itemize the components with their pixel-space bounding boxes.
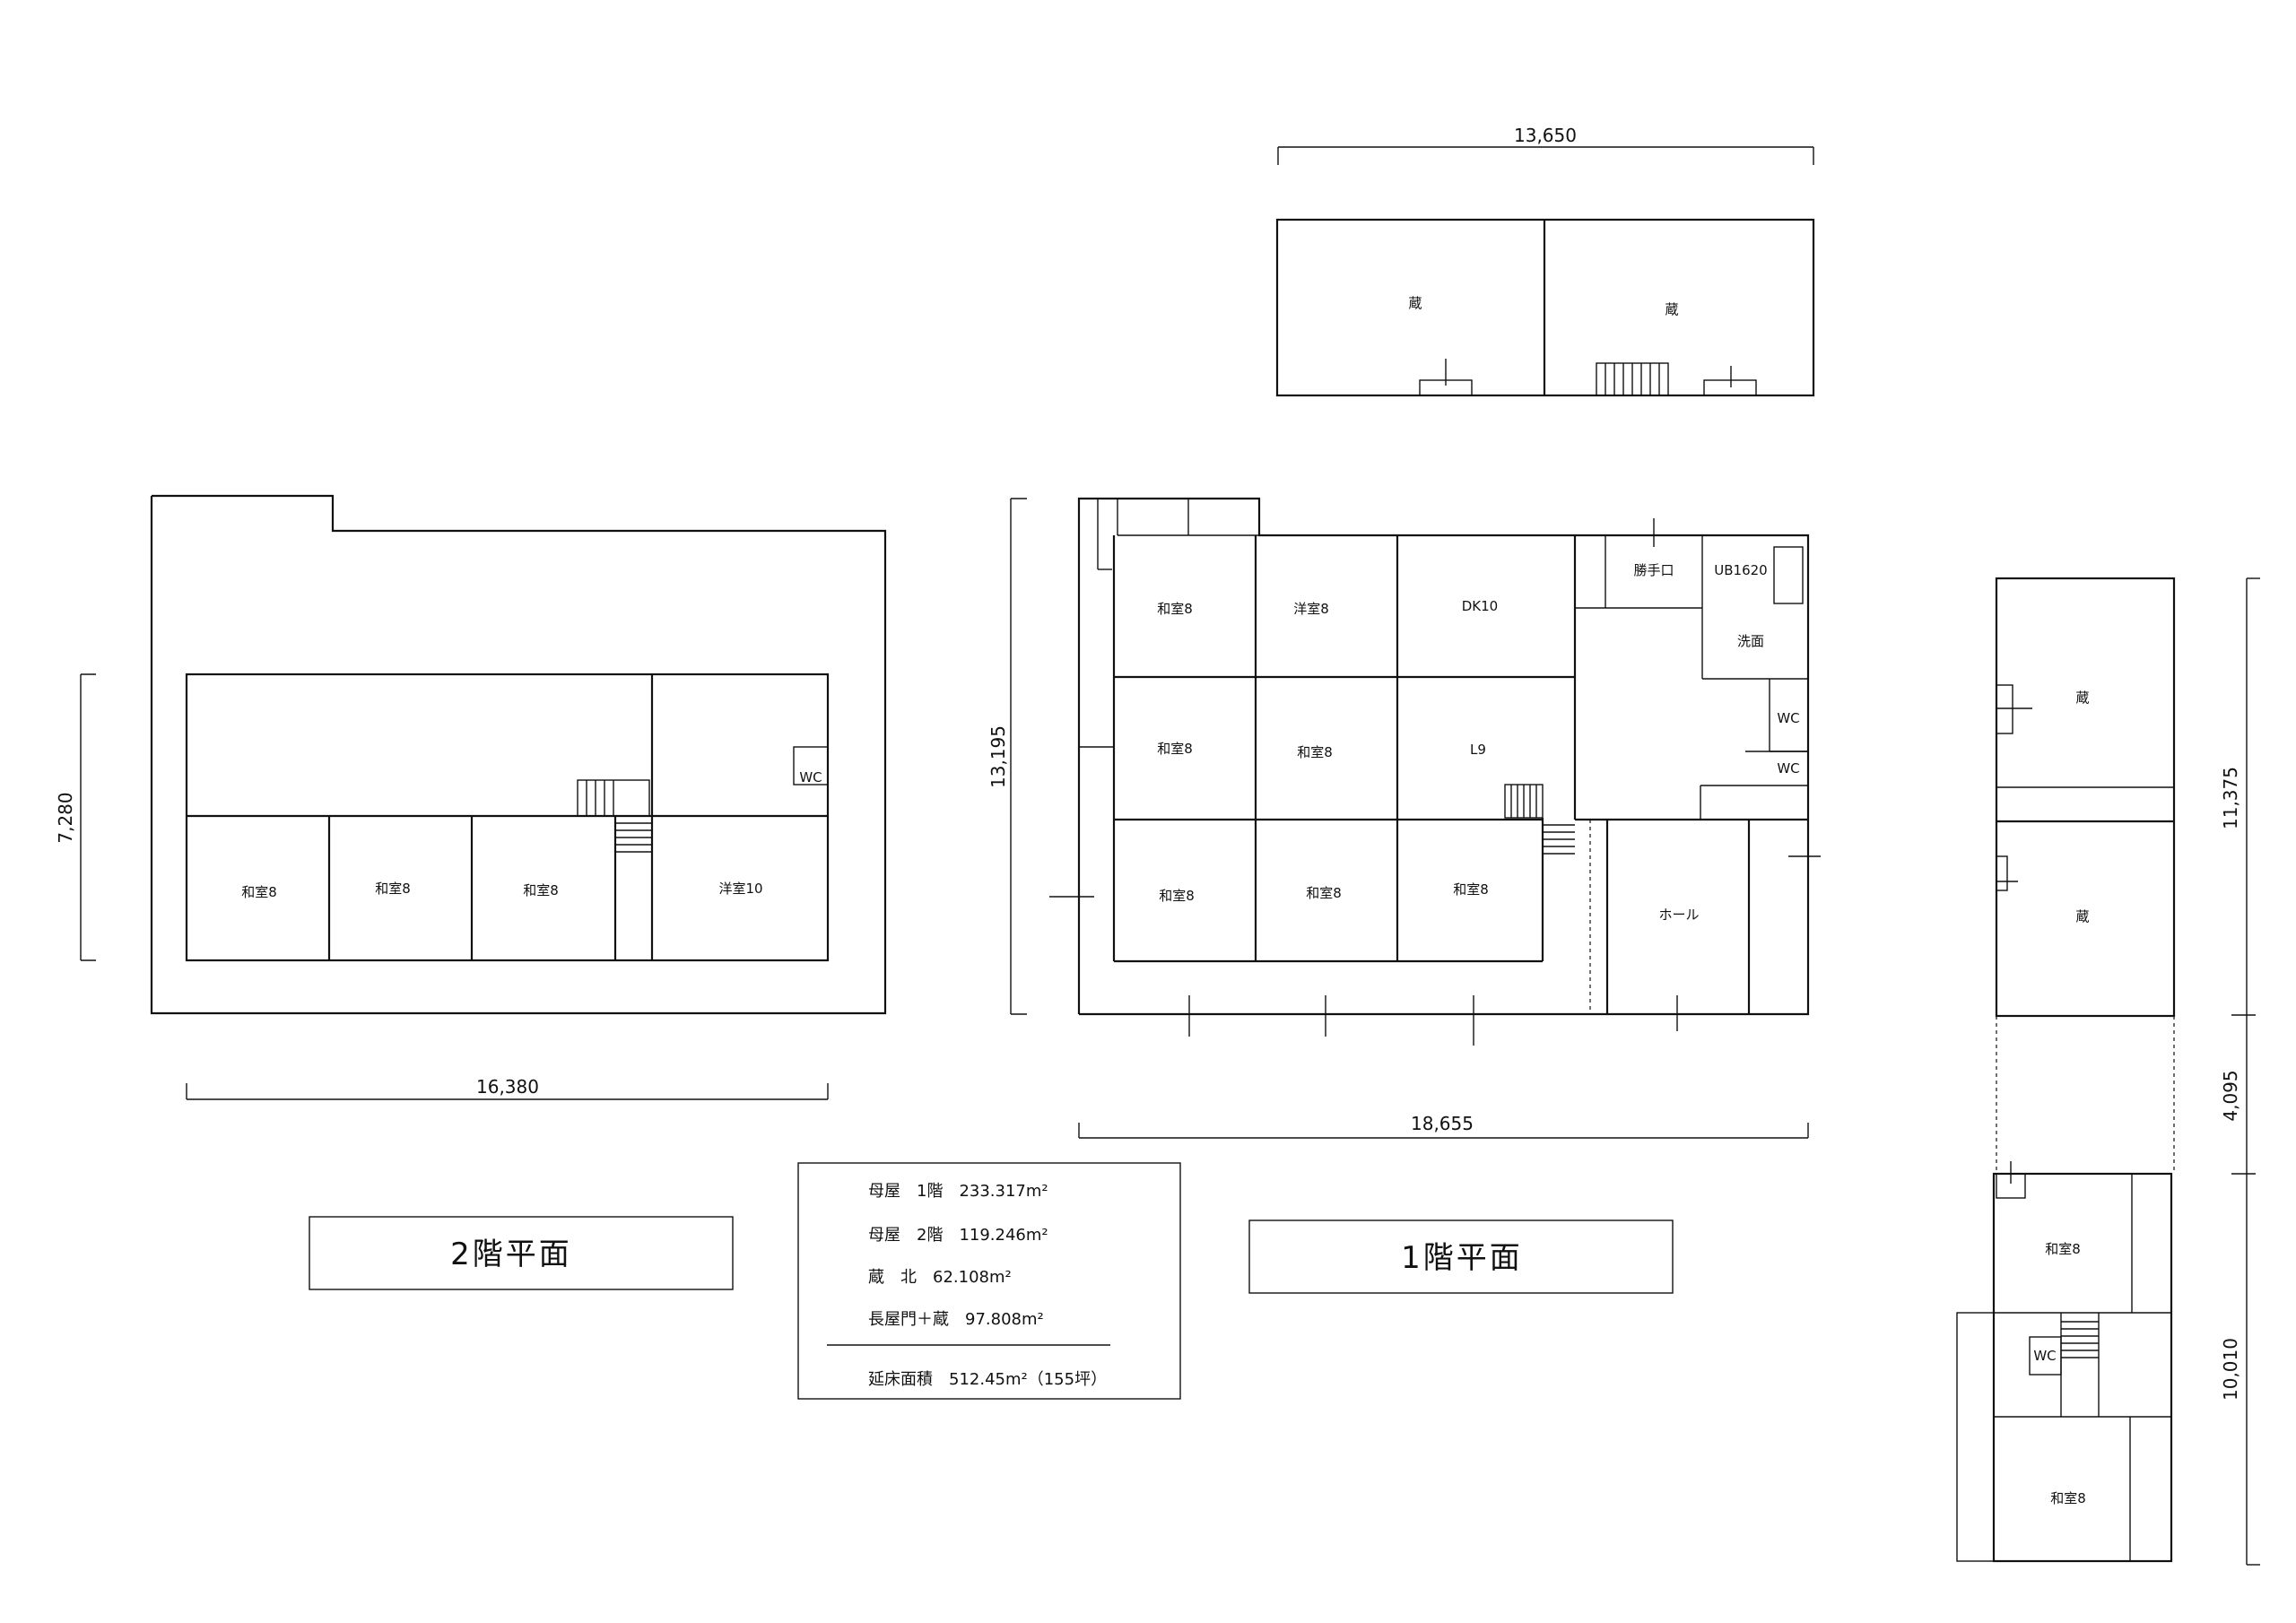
second-floor-title-box: 2階平面 — [309, 1216, 734, 1290]
right-washitsu-a-label: 和室8 — [2045, 1241, 2081, 1257]
first-floor-washitsu-e-label: 和室8 — [1306, 885, 1342, 901]
second-floor-height-dimension: 7,280 — [55, 792, 76, 843]
second-floor-wc-label: WC — [799, 769, 822, 785]
right-upper-dimension: 11,375 — [2220, 767, 2241, 829]
first-floor-washitsu-c-label: 和室8 — [1297, 744, 1333, 760]
area-row-main-1f: 母屋 1階 233.317m² — [868, 1182, 1048, 1201]
second-floor-title: 2階平面 — [450, 1237, 572, 1272]
first-floor-washitsu-d-label: 和室8 — [1159, 888, 1195, 904]
kura-room-b-label: 蔵 — [1665, 301, 1678, 317]
first-floor-plan: 13,195 18,655 — [987, 497, 1821, 1139]
first-floor-unit-bath-label: UB1620 — [1714, 562, 1767, 578]
first-floor-width-dimension: 18,655 — [1411, 1113, 1474, 1134]
right-middle-dimension: 4,095 — [2220, 1070, 2241, 1121]
area-summary-box: 母屋 1階 233.317m² 母屋 2階 119.246m² 蔵 北 62.1… — [797, 1162, 1181, 1400]
area-row-main-2f: 母屋 2階 119.246m² — [868, 1226, 1048, 1245]
area-total: 延床面積 512.45m²（155坪） — [868, 1370, 1107, 1389]
second-floor-washitsu-c-label: 和室8 — [523, 882, 559, 898]
kura-room-a-label: 蔵 — [1408, 295, 1422, 311]
right-washitsu-b-label: 和室8 — [2050, 1490, 2086, 1506]
right-lower-dimension: 10,010 — [2220, 1338, 2241, 1401]
first-floor-washitsu-a-label: 和室8 — [1157, 601, 1193, 617]
right-kura-b-label: 蔵 — [2075, 908, 2089, 924]
first-floor-washitsu-b-label: 和室8 — [1157, 741, 1193, 757]
first-floor-height-dimension: 13,195 — [987, 725, 1009, 788]
first-floor-dk-label: DK10 — [1462, 598, 1498, 614]
first-floor-title-box: 1階平面 — [1248, 1219, 1674, 1294]
right-kura-a-label: 蔵 — [2075, 690, 2089, 706]
first-floor-title: 1階平面 — [1401, 1240, 1523, 1276]
first-floor-senmen-label: 洗面 — [1737, 633, 1764, 649]
second-floor-width-dimension: 16,380 — [476, 1076, 539, 1098]
second-floor-washitsu-a-label: 和室8 — [241, 884, 277, 900]
right-wc-label: WC — [2033, 1348, 2056, 1364]
area-row-nagayamon: 長屋門＋蔵 97.808m² — [868, 1310, 1044, 1329]
first-floor-katteguchi-label: 勝手口 — [1633, 562, 1674, 578]
kura-width-dimension: 13,650 — [1514, 125, 1577, 146]
kura-top-plan: 13,650 蔵 蔵 — [1275, 125, 1815, 397]
area-row-kura-north: 蔵 北 62.108m² — [868, 1268, 1012, 1287]
second-floor-youshitsu-label: 洋室10 — [718, 881, 762, 897]
first-floor-hall-label: ホール — [1658, 907, 1699, 923]
first-floor-wc-a-label: WC — [1777, 710, 1799, 726]
first-floor-washitsu-f-label: 和室8 — [1453, 881, 1489, 898]
first-floor-living-label: L9 — [1470, 742, 1486, 758]
second-floor-washitsu-b-label: 和室8 — [375, 881, 411, 897]
first-floor-youshitsu-label: 洋室8 — [1293, 601, 1329, 617]
second-floor-plan: 7,280 16,380 WC 和室8 和室8 和室8 洋室10 — [55, 494, 887, 1100]
right-building-plan: 11,375 4,095 10,010 蔵 蔵 和室8 WC 和室8 — [1956, 577, 2260, 1566]
first-floor-wc-b-label: WC — [1777, 760, 1799, 777]
